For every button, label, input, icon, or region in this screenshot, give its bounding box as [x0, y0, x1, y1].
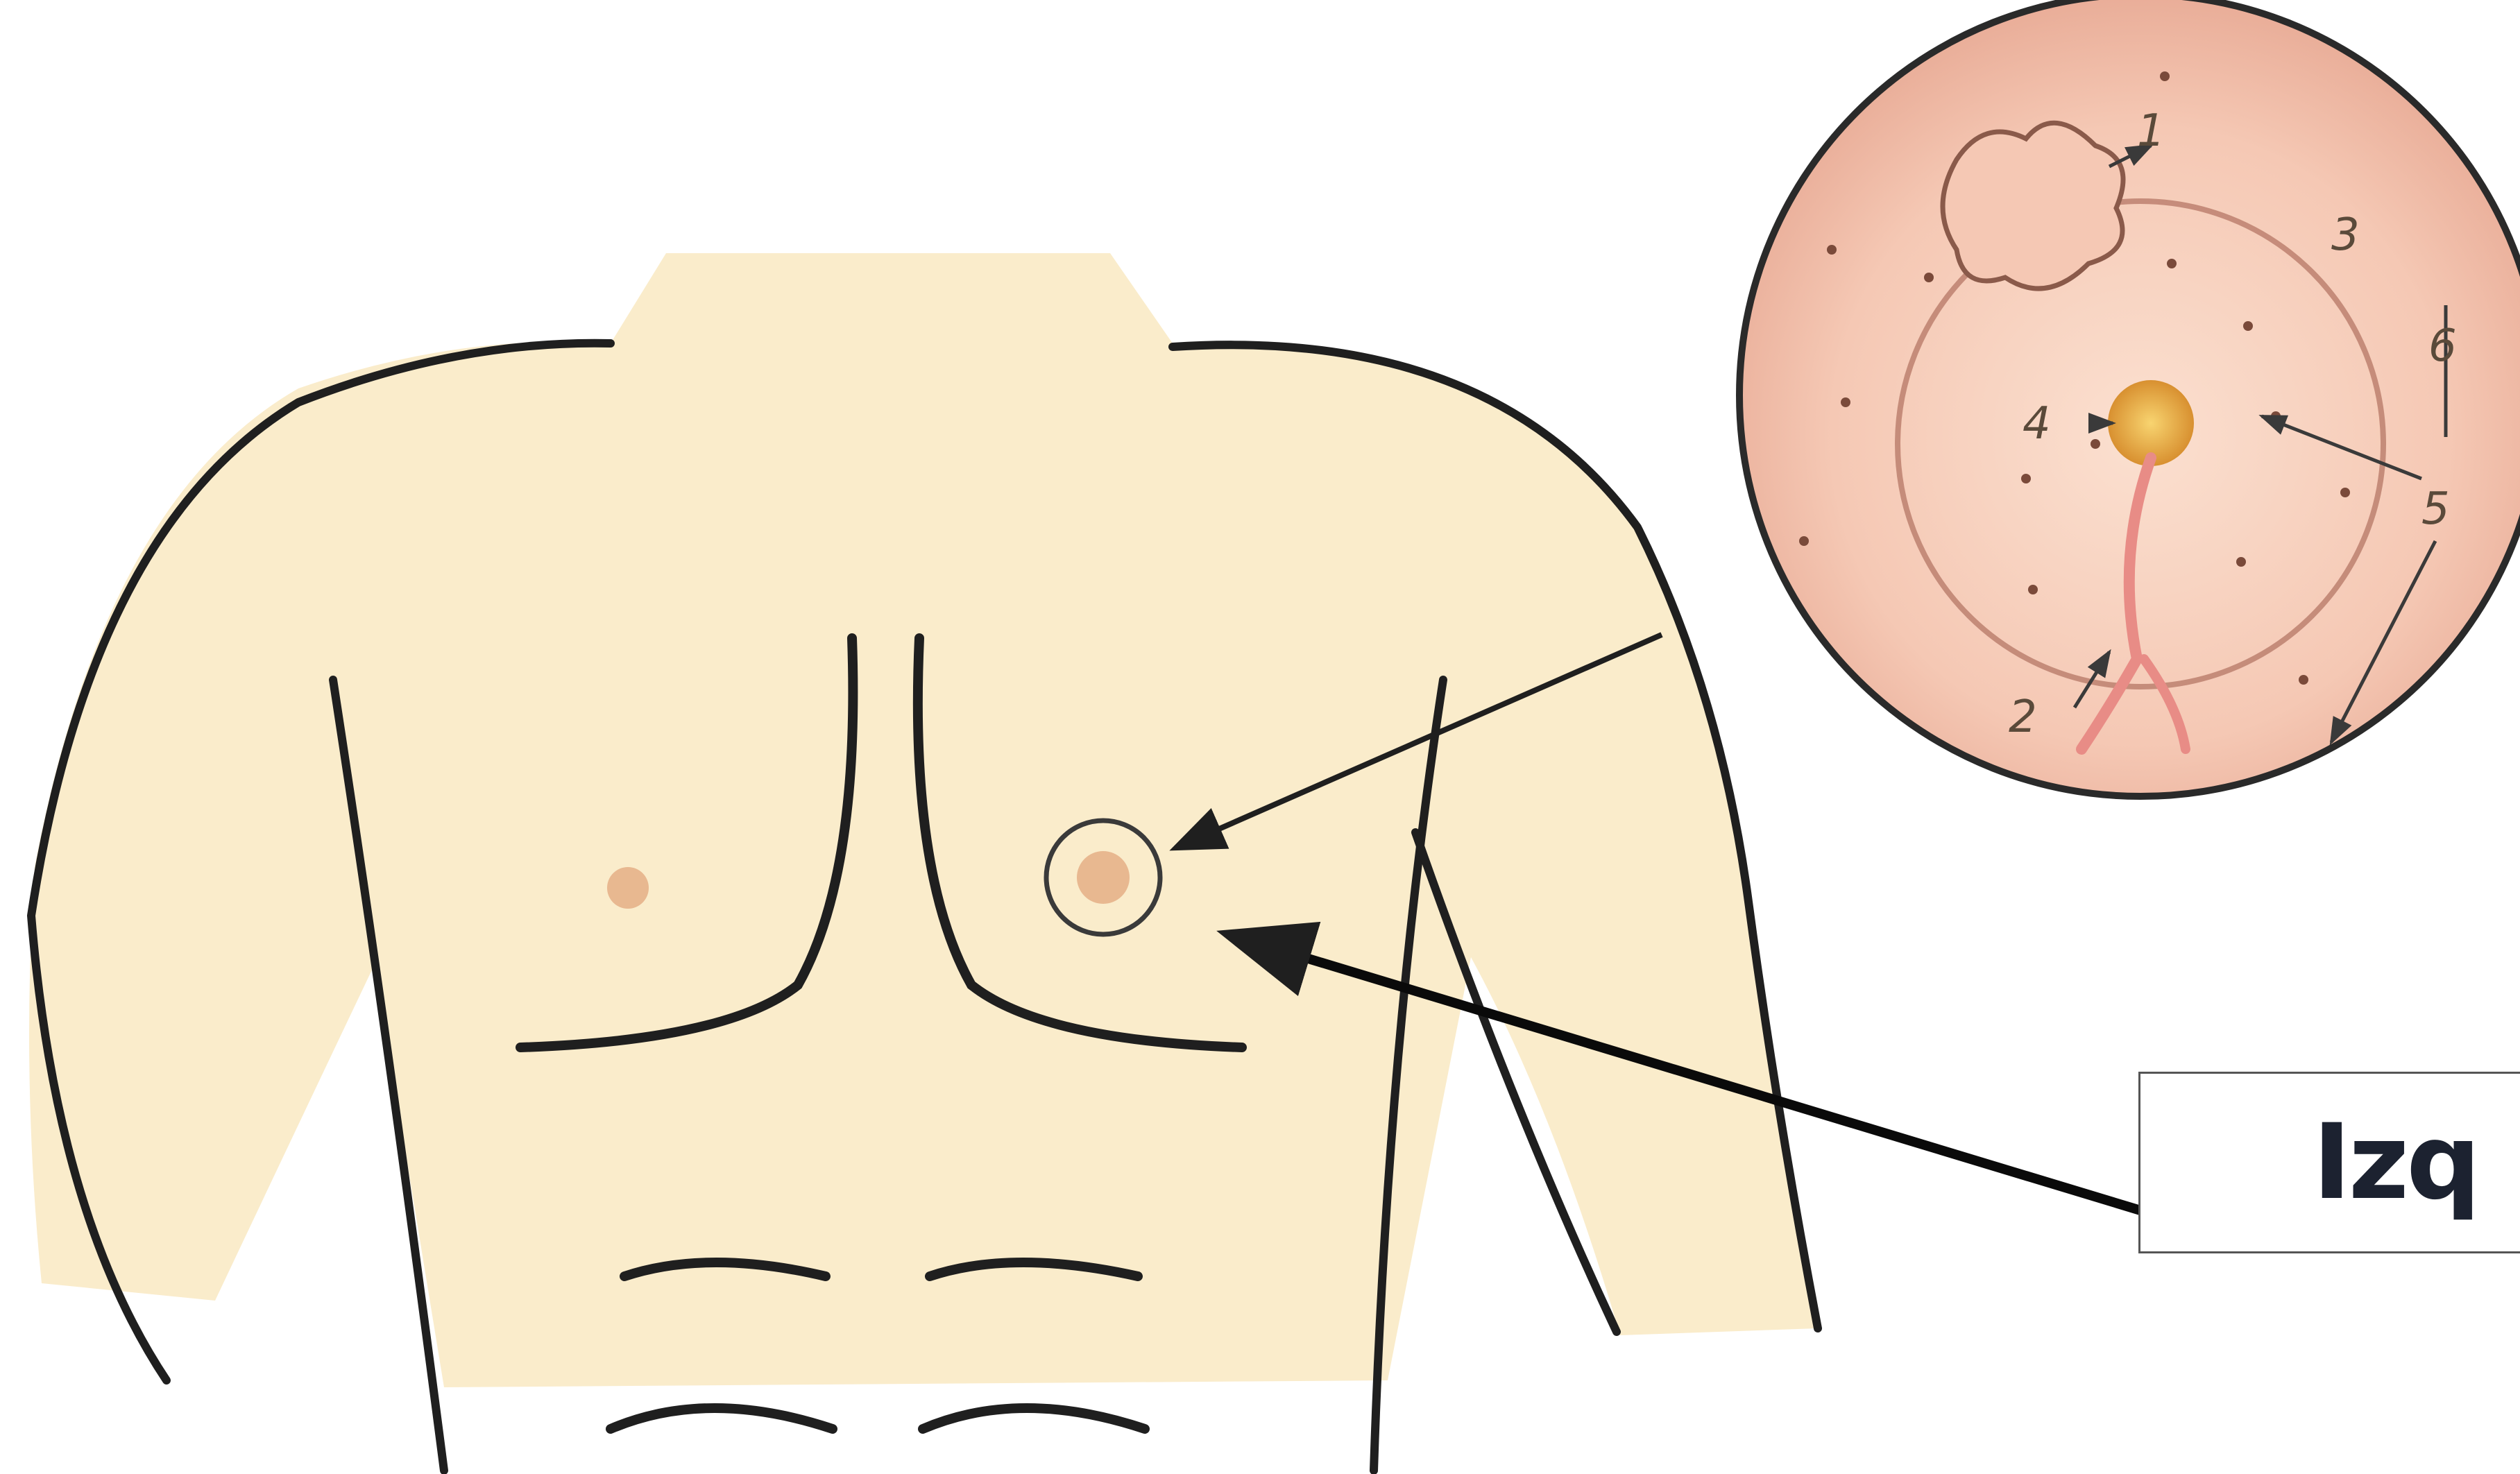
callout-number-6: 6: [2428, 320, 2457, 372]
right-nipple: [607, 867, 649, 909]
callout-number-5: 5: [2421, 483, 2450, 535]
side-label-text: Izq: [2313, 1102, 2478, 1223]
abdominal-line-4: [923, 1408, 1145, 1429]
callout-number-2: 2: [2009, 692, 2037, 743]
side-label-box: Izq: [2138, 1072, 2520, 1253]
abdominal-line-3: [611, 1408, 833, 1429]
callout-number-4: 4: [2023, 398, 2051, 449]
callout-number-1: 1: [2137, 105, 2165, 157]
callout-number-3: 3: [2331, 209, 2360, 261]
zoom-detail: 1 2 3 4 5 6: [1739, 0, 2520, 796]
left-nipple: [1077, 851, 1130, 904]
